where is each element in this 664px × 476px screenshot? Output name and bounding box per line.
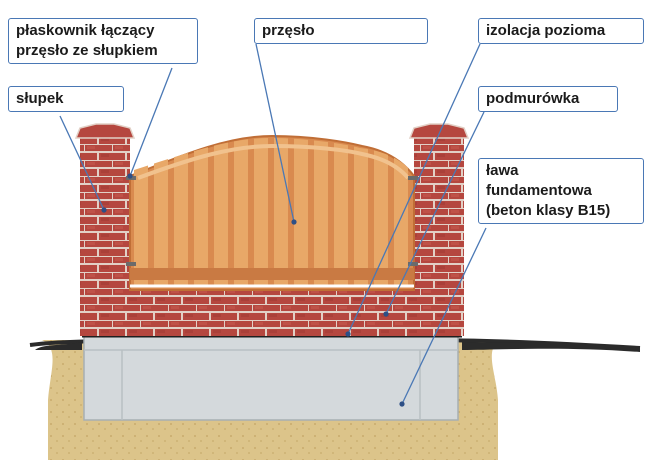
fence-panel (129, 134, 415, 291)
label-podmurowka: podmurówka (478, 86, 618, 112)
label-przeslo: przęsło (254, 18, 428, 44)
left-post (80, 136, 130, 336)
leader-line-plaskownik (129, 67, 173, 177)
leader-dot-przeslo (291, 219, 297, 225)
label-plaskownik-line1: płaskownik łączący (16, 22, 155, 39)
label-izolacja-text: izolacja pozioma (486, 22, 606, 39)
label-slupek-text: słupek (16, 90, 64, 107)
brick-base-wall (82, 290, 462, 336)
connector-plate-right (408, 176, 418, 180)
right-post (414, 136, 464, 336)
leader-line-podmurowka (385, 111, 485, 315)
label-przeslo-text: przęsło (262, 22, 315, 39)
leader-dot-izolacja (345, 331, 351, 337)
label-izolacja: izolacja pozioma (478, 18, 644, 44)
leader-line-slupek (59, 115, 105, 211)
leader-line-lawa (401, 227, 487, 405)
label-lawa-line3: (beton klasy B15) (486, 202, 611, 219)
label-podmurowka-text: podmurówka (486, 90, 580, 107)
connector-plate-right-lower (408, 262, 418, 266)
foundation-footing (83, 335, 459, 421)
label-slupek: słupek (8, 86, 124, 112)
label-plaskownik: płaskownik łączący przęsło ze słupkiem (8, 18, 198, 64)
label-lawa-line2: fundamentowa (486, 182, 592, 199)
leader-line-izolacja (347, 43, 481, 335)
label-plaskownik-line2: przęsło ze słupkiem (16, 42, 158, 59)
right-post-cap (408, 123, 470, 139)
label-lawa-line1: ława (486, 162, 519, 179)
label-lawa: ława fundamentowa (beton klasy B15) (478, 158, 644, 224)
leader-dot-slupek (101, 207, 107, 213)
leader-dot-plaskownik (127, 173, 133, 179)
leader-line-przeslo (255, 43, 295, 223)
left-post-cap (74, 123, 136, 139)
leader-dot-lawa (399, 401, 405, 407)
connector-plate-left-lower (126, 262, 136, 266)
leader-dot-podmurowka (383, 311, 389, 317)
